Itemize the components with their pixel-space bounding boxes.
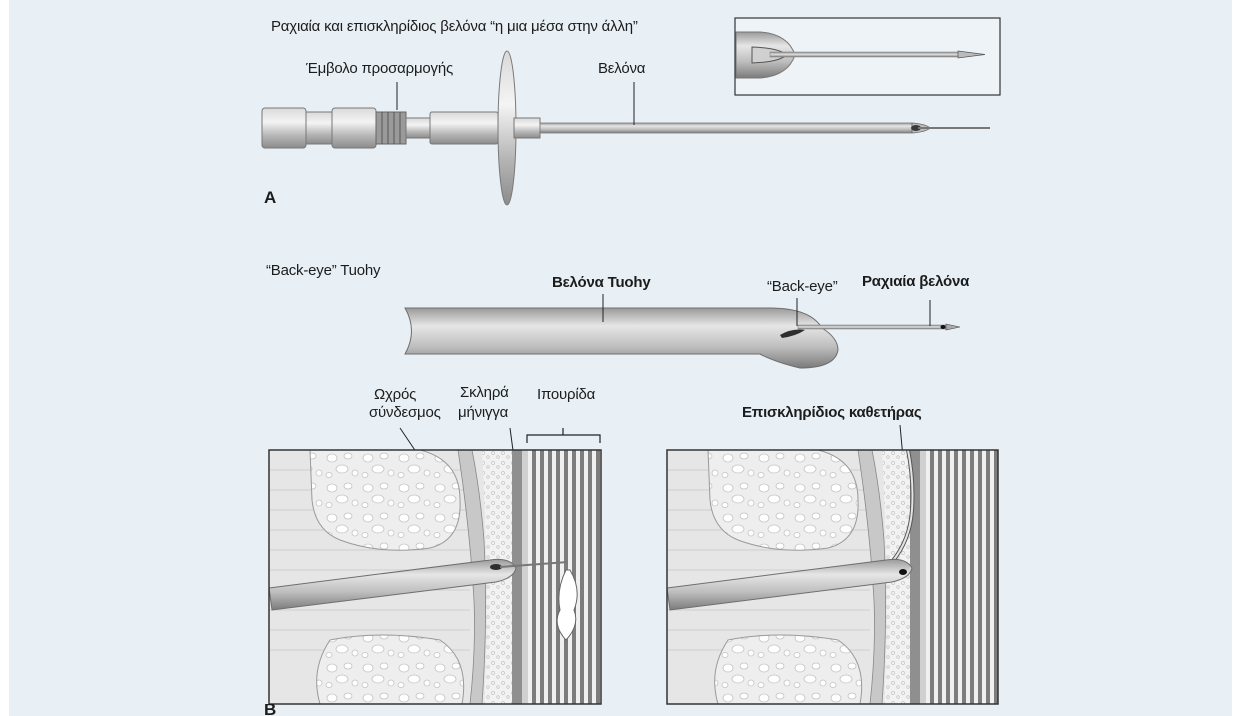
stylet-label: Έμβολο προσαρμογής	[306, 60, 453, 77]
dura-label-line1: Σκληρά	[460, 384, 509, 401]
catheter-label: Επισκληρίδιος καθετήρας	[742, 404, 922, 421]
needle-label: Βελόνα	[598, 60, 645, 77]
needle-tip-inset	[735, 18, 1000, 95]
ligament-label-line2: σύνδεσμος	[369, 404, 441, 421]
ligament-label-line1: Ωχρός	[374, 386, 416, 403]
panel-a-title: Ραχιαία και επισκληρίδιος βελόνα “η μια …	[271, 18, 638, 35]
cauda-bracket	[527, 428, 600, 443]
panel-b-title: “Back-eye” Tuohy	[266, 262, 380, 279]
section-spinal-needle	[269, 450, 601, 704]
cauda-label: Ιπουρίδα	[537, 386, 595, 403]
tuohy-label: Βελόνα Tuohy	[552, 274, 650, 291]
panel-a-letter: A	[264, 188, 276, 208]
tuohy-needle	[405, 308, 960, 368]
backeye-label: “Back-eye”	[767, 278, 838, 295]
panel-b-letter: B	[264, 704, 276, 716]
dura-label-line2: μήνιγγα	[458, 404, 508, 421]
spinal-needle-label: Ραχιαία βελόνα	[862, 273, 969, 290]
section-epidural-catheter	[667, 450, 998, 704]
